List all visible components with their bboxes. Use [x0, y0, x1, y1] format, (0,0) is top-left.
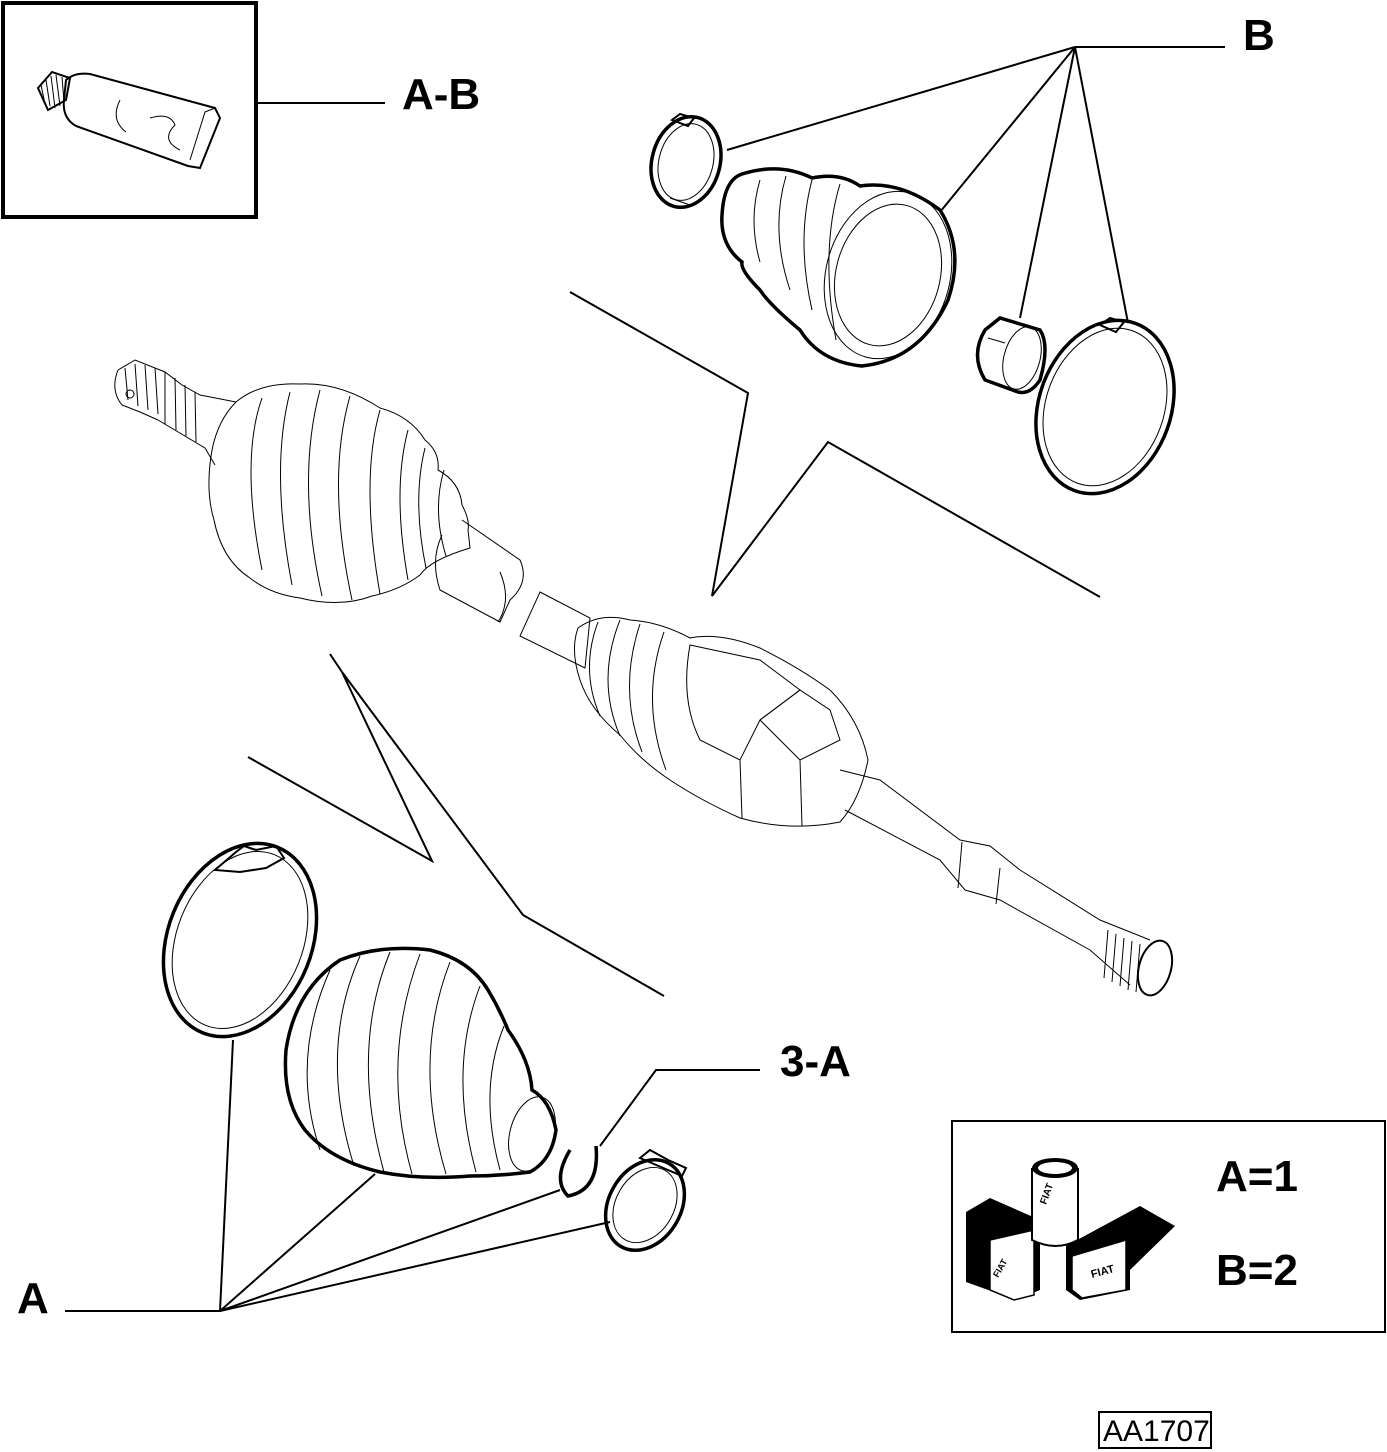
leader-b-small-clamp [726, 46, 1076, 151]
kit-a-circlip [558, 1145, 599, 1198]
kit-b-small-clamp [649, 112, 723, 210]
kit-b-boot [720, 167, 957, 368]
leader-a-small-clamp [219, 1221, 611, 1312]
legend-line-b: B=2 [1216, 1246, 1298, 1295]
callout-group-a: A [17, 1039, 611, 1323]
inset-frame [1, 1, 258, 219]
kit-a-small-clamp [603, 1148, 688, 1253]
leader-a-boot [219, 1173, 376, 1312]
figure-code: AA1707 [1103, 1415, 1210, 1448]
legend-frame [951, 1120, 1386, 1333]
kit-a-large-clamp [161, 841, 319, 1039]
callout-group-b: B [726, 11, 1275, 324]
kit-b-ring [975, 316, 1047, 395]
leader-b-boot [939, 46, 1076, 213]
figure-code-box: AA1707 [1098, 1411, 1212, 1449]
callout-group-3a: 3-A [599, 1037, 851, 1147]
grease-tube-icon [36, 70, 222, 170]
drive-shaft-assembly [114, 359, 1174, 997]
fiat-parts-icon: FIAT FIAT FIAT [966, 1158, 1175, 1301]
legend-line-a: A=1 [1216, 1152, 1298, 1201]
leader-a-circlip [219, 1189, 561, 1312]
leader-a-large-clamp [219, 1039, 234, 1312]
kit-a-boot [283, 946, 558, 1180]
break-line-lower [247, 671, 665, 997]
grease-tube-inset: A-B [1, 1, 480, 219]
callout-a: A [17, 1274, 49, 1323]
callout-grease: A-B [402, 70, 480, 119]
callout-b: B [1243, 11, 1275, 60]
break-line-upper [569, 291, 1101, 598]
leader-b-large-clamp [1074, 46, 1129, 324]
callout-3a: 3-A [780, 1037, 851, 1086]
leader-b-ring [1019, 46, 1076, 319]
svg-text:FIAT: FIAT [1090, 1263, 1116, 1281]
kit-legend: FIAT FIAT FIAT A=1 B=2 [951, 1120, 1386, 1333]
kit-b-large-clamp [1034, 316, 1176, 496]
